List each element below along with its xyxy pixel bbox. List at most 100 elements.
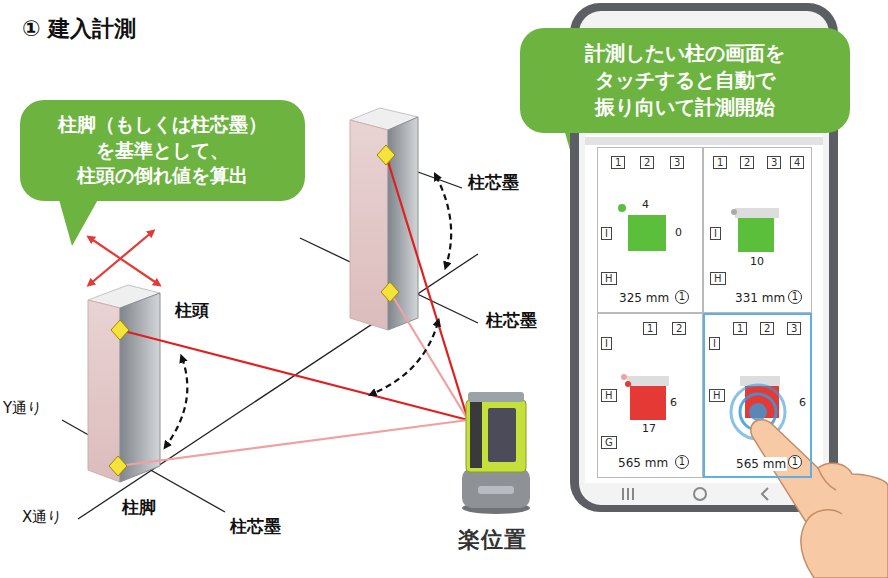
robot-station xyxy=(488,408,516,462)
node-text: 3 xyxy=(771,157,777,168)
circled-number: 1 xyxy=(675,290,689,304)
reading-value: 4 xyxy=(641,198,650,211)
prism-target xyxy=(381,282,399,302)
node-text: 1 xyxy=(679,291,685,302)
node-text: I xyxy=(605,228,608,239)
selector-button: 2 xyxy=(740,156,754,169)
monitor-panel: 565 mm 1 2I H G 1 xyxy=(597,313,703,478)
smartphone xyxy=(585,137,823,145)
selector-button: 1 xyxy=(643,322,657,335)
selector-button: H xyxy=(601,389,617,402)
axis-label: 柱芯墨 xyxy=(230,516,281,536)
distance-value: 565 mm xyxy=(617,456,669,470)
selector-button: I xyxy=(710,227,721,240)
rotation-arrow xyxy=(166,358,187,446)
text-line: 振り向いて計測開始 xyxy=(595,94,775,121)
node-text: H xyxy=(713,390,721,401)
robot-station xyxy=(462,392,530,514)
bubble-tail xyxy=(58,196,100,246)
tilt-indicator xyxy=(738,218,774,252)
reading-value: 6 xyxy=(798,396,807,409)
monitor-panel: 331 mm 1 2 3 4I H 1 xyxy=(703,147,812,313)
distance-value: 331 mm xyxy=(734,291,786,305)
selector-button: 2 xyxy=(760,322,774,335)
callout-bubble: 計測したい柱の画面を タッチすると自動で 振り向いて計測開始 xyxy=(520,28,850,133)
node-text: 3 xyxy=(674,157,680,168)
rotation-arrow xyxy=(372,322,438,394)
node-text: G xyxy=(605,437,613,448)
hand xyxy=(751,420,888,578)
node-text: H xyxy=(714,273,722,284)
tilt-indicator xyxy=(621,374,627,380)
reading-value: 17 xyxy=(641,422,657,435)
tilt-indicator xyxy=(618,204,780,420)
node-text: 柱脚（もしくは柱芯墨） を基準として、 柱頭の倒れ値を算出 xyxy=(30,112,295,189)
selector-button: 1 xyxy=(611,156,625,169)
smartphone xyxy=(762,488,768,500)
smartphone xyxy=(585,135,823,483)
circled-number: 1 xyxy=(788,290,802,304)
selector-button: 4 xyxy=(790,156,804,169)
tilt-indicator xyxy=(735,208,779,218)
tilt-indicator xyxy=(630,386,666,420)
selector-button: I xyxy=(601,337,612,350)
axis-label: X通り xyxy=(22,508,62,526)
steel-column xyxy=(88,285,160,482)
touch-ripple xyxy=(749,403,767,421)
node-text: 2 xyxy=(676,323,682,334)
laser-line xyxy=(120,330,468,420)
steel-column xyxy=(350,108,418,330)
monitor-panel: 565 mm123IH1 xyxy=(703,313,812,478)
node-text: 1 xyxy=(647,323,653,334)
prism-target xyxy=(377,145,395,165)
axis-label: 柱芯墨 xyxy=(468,172,519,192)
node-text: H xyxy=(605,390,613,401)
text-line: 計測したい柱の画面を xyxy=(585,40,785,67)
smartphone xyxy=(632,488,634,500)
node-text: 1 xyxy=(792,456,798,467)
tilt-arrow xyxy=(90,238,158,284)
selector-button: 2 xyxy=(672,322,686,335)
diagram-title: ① 建入計測 xyxy=(22,14,136,44)
node-text: 1 xyxy=(717,157,723,168)
smartphone xyxy=(694,488,706,500)
tilt-arrow xyxy=(90,232,152,284)
selector-button: H xyxy=(710,272,726,285)
node-text: I xyxy=(605,338,608,349)
part-label: 柱脚 xyxy=(122,497,156,517)
monitor-panel: 325 mm123IH1 xyxy=(597,147,703,313)
robot-station xyxy=(468,392,524,402)
node-text: 2 xyxy=(764,323,770,334)
selector-button: 3 xyxy=(787,322,801,335)
tilt-indicator xyxy=(731,209,737,215)
smartphone xyxy=(627,488,629,500)
tilt-indicator xyxy=(618,204,626,212)
node-text: 計測したい柱の画面を タッチすると自動で 振り向いて計測開始 xyxy=(530,40,840,121)
robot-station xyxy=(466,400,526,472)
robot-station xyxy=(462,468,530,508)
distance-value: 325 mm xyxy=(618,291,670,305)
laser-line xyxy=(118,155,468,466)
tilt-indicator xyxy=(628,215,666,251)
selector-button: 1 xyxy=(733,322,747,335)
brand-logo: 楽位置 xyxy=(458,526,527,552)
selector-button: H xyxy=(601,272,617,285)
selector-button: 3 xyxy=(767,156,781,169)
text-line: を基準として、 xyxy=(96,138,229,164)
node-text: 1 xyxy=(792,291,798,302)
node-text: 3 xyxy=(791,323,797,334)
reading-value: 0 xyxy=(674,226,683,239)
node-text: 2 xyxy=(744,157,750,168)
rotation-arrow xyxy=(166,176,451,446)
node-text: I xyxy=(714,228,717,239)
hand xyxy=(751,420,888,578)
laser-line xyxy=(390,292,468,420)
prism-target xyxy=(111,320,129,340)
text-line: 柱頭の倒れ値を算出 xyxy=(77,163,248,189)
circled-number: 1 xyxy=(675,455,689,469)
hand xyxy=(818,468,836,490)
laser-line xyxy=(118,420,468,466)
text-line: タッチすると自動で xyxy=(595,67,775,94)
reading-value: 6 xyxy=(669,396,678,409)
